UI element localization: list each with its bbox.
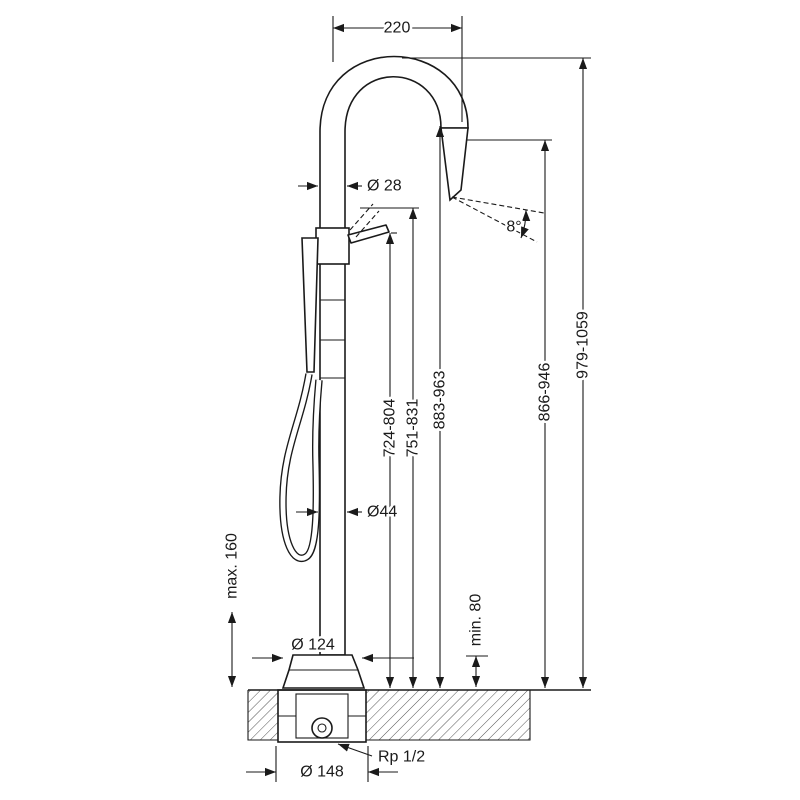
angle-reference-lines (451, 196, 545, 243)
valve-body (315, 227, 350, 265)
handshower (301, 237, 319, 373)
handle-lever (347, 224, 390, 244)
dim-label-pipe-diameter: Ø 28 (367, 178, 402, 195)
floor-slab-right-outline (366, 690, 531, 741)
dim-label-spout-underside: 866-946 (537, 363, 554, 422)
dim-label-spout-reach: 220 (384, 20, 411, 37)
extension-lines-spout-reach (332, 16, 463, 122)
spout-tip (440, 127, 469, 202)
connection-port (311, 717, 333, 739)
dim-label-max-floor: max. 160 (224, 533, 241, 599)
dim-label-spout-angle: 8° (506, 219, 521, 236)
floor-slab-left (248, 690, 278, 740)
dimensions: 220 979-1059 866-946 883-963 751-831 724… (221, 16, 594, 783)
dim-label-total-height: 979-1059 (575, 311, 592, 379)
floor-slab-left-outline (247, 690, 278, 741)
dim-label-min-floor: min. 80 (468, 594, 485, 647)
dim-label-handle: 724-804 (382, 399, 399, 458)
riser-pipe (319, 234, 346, 656)
riser-joint-lines (320, 299, 345, 379)
connection-arrow (337, 743, 373, 757)
shower-hose-inner (280, 373, 322, 561)
dim-label-connection: Rp 1/2 (378, 749, 425, 766)
dim-label-column-diameter: Ø44 (367, 504, 397, 521)
floor-section (247, 689, 591, 743)
dim-label-rough-in: Ø 148 (300, 764, 344, 781)
dim-label-handle-raised: 751-831 (405, 399, 422, 458)
connection-port-inner (317, 723, 327, 733)
angle-arc (520, 209, 531, 239)
faucet-drawing (279, 55, 469, 689)
floor-slab-right (366, 690, 530, 740)
dim-label-base-plate: Ø 124 (291, 637, 335, 654)
base-escutcheon (281, 654, 366, 689)
dim-label-outlet-height: 883-963 (432, 371, 449, 430)
